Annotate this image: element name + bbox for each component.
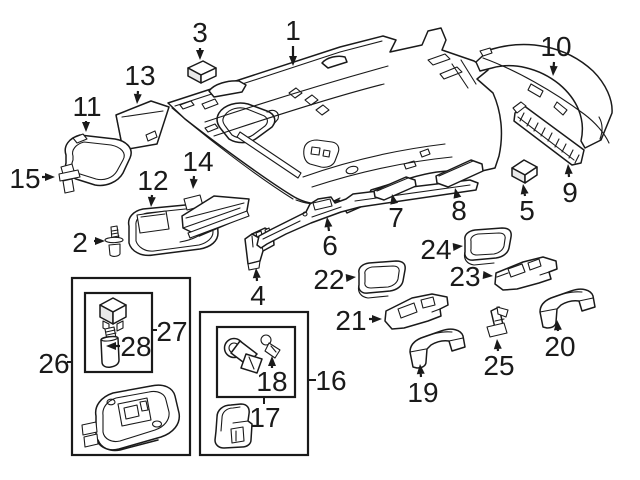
group-box-16 [198, 310, 310, 457]
callout-arrowhead-21 [372, 315, 382, 323]
part-13-sun-visor-panel [115, 100, 170, 151]
callout-number-15: 15 [9, 163, 40, 194]
part-1-headliner-panel [167, 27, 503, 214]
callout-arrowhead-19 [416, 364, 425, 375]
callout-number-21: 21 [335, 305, 366, 336]
callout-arrowhead-8 [453, 188, 462, 199]
callout-number-25: 25 [483, 350, 514, 381]
callout-number-10: 10 [540, 31, 571, 62]
part-21-lamp-base [384, 293, 449, 330]
part-17-bulb-socket [223, 337, 263, 374]
callout-number-22: 22 [313, 264, 344, 295]
callout-number-9: 9 [562, 177, 578, 208]
callout-arrowhead-25 [493, 339, 502, 350]
part-14-sun-visor-panel [181, 194, 250, 239]
callout-arrowhead-22 [345, 274, 356, 282]
callout-number-7: 7 [388, 202, 404, 233]
callout-number-12: 12 [137, 165, 168, 196]
part-23-lamp-base [494, 256, 558, 291]
lamp-housing [214, 403, 253, 449]
part-7-trim-strip [373, 176, 417, 201]
group-box-layer [70, 276, 310, 457]
callout-arrowhead-14 [189, 178, 198, 189]
callout-arrowhead-13 [133, 93, 142, 104]
callout-arrowhead-1 [289, 56, 297, 66]
callout-arrowhead-10 [549, 65, 558, 76]
callout-number-28: 28 [120, 331, 151, 362]
callout-number-1: 1 [285, 15, 301, 46]
callout-arrowhead-11 [82, 122, 90, 132]
overhead-console [81, 384, 181, 452]
callout-number-13: 13 [124, 60, 155, 91]
part-3-cover [187, 60, 217, 84]
group-box-26 [70, 276, 192, 457]
part-10-rear-roof-trim [475, 43, 613, 149]
callout-number-23: 23 [449, 261, 480, 292]
callout-number-11: 11 [72, 91, 101, 122]
part-15-visor-clip [58, 163, 81, 194]
callout-number-20: 20 [544, 331, 575, 362]
part-9-rear-strip [512, 101, 585, 166]
callout-number-4: 4 [250, 280, 266, 311]
callout-arrowhead-9 [564, 164, 573, 175]
callout-number-27: 27 [156, 316, 187, 347]
callout-number-16: 16 [315, 365, 346, 396]
callout-arrowhead-12 [147, 196, 156, 207]
callout-number-3: 3 [192, 17, 208, 48]
callout-arrowhead-6 [324, 217, 333, 228]
callout-arrowhead-2 [95, 237, 105, 245]
callout-arrow-6 [327, 226, 331, 232]
part-20-grab-handle [539, 288, 596, 329]
callout-arrowhead-15 [45, 173, 55, 181]
callout-number-19: 19 [407, 377, 438, 408]
callout-arrowhead-4 [252, 268, 261, 279]
callout-arrowhead-24 [452, 243, 463, 251]
part-18-bulb [260, 334, 281, 359]
callout-arrowhead-28 [106, 342, 116, 350]
parts-layer [58, 27, 613, 452]
part-6-roof-rail [256, 179, 479, 249]
callout-arrowhead-5 [520, 184, 529, 195]
part-25-hook-clip [486, 306, 509, 338]
callout-number-6: 6 [322, 230, 338, 261]
part-19-grab-handle [409, 328, 466, 369]
callout-number-14: 14 [182, 146, 213, 177]
callout-number-8: 8 [451, 195, 467, 226]
part-8-trim-strip [435, 159, 484, 188]
group-box-27 [83, 291, 154, 374]
group-box-17 [215, 325, 297, 399]
callout-arrowhead-18 [268, 356, 276, 366]
part-22-lamp-lens [357, 260, 406, 299]
callout-number-2: 2 [72, 227, 88, 258]
callout-number-17: 17 [249, 402, 280, 433]
console-switch [99, 297, 127, 332]
callout-number-24: 24 [420, 234, 451, 265]
callout-arrowhead-23 [482, 271, 493, 279]
callout-number-5: 5 [519, 195, 535, 226]
part-2-clip [104, 225, 124, 257]
part-5-cover [511, 159, 538, 184]
callout-number-18: 18 [256, 366, 287, 397]
callout-number-26: 26 [38, 348, 69, 379]
callout-arrowhead-3 [196, 50, 204, 60]
callout-arrowhead-20 [553, 320, 562, 331]
callout-arrowhead-7 [390, 194, 399, 205]
part-24-lamp-lens [463, 227, 512, 266]
